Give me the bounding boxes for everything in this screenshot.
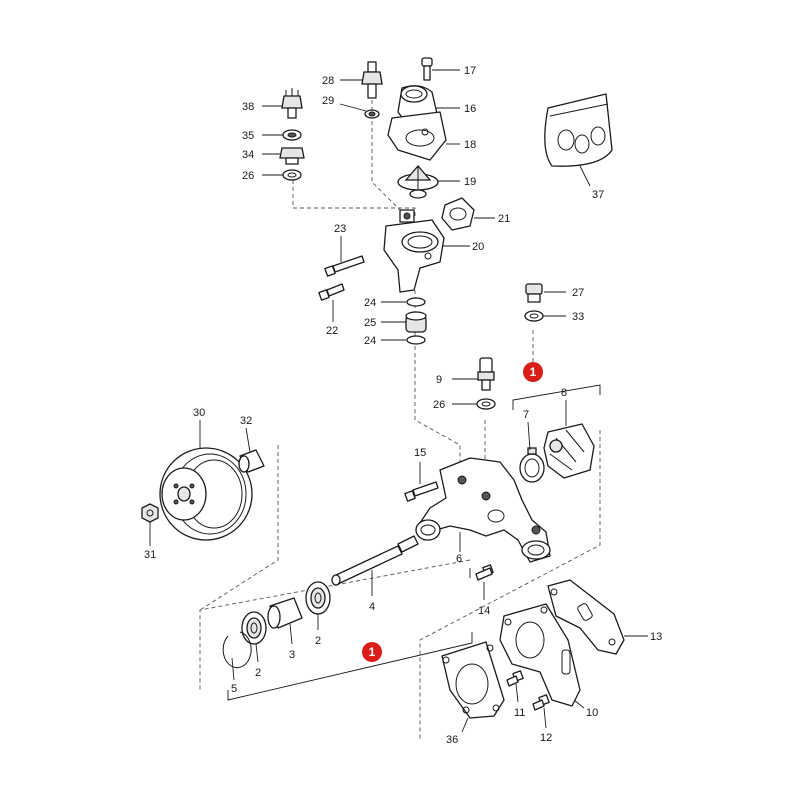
badge-label-bottom: 1 bbox=[369, 645, 376, 659]
callout-12: 12 bbox=[540, 732, 552, 744]
callout-23: 23 bbox=[334, 223, 346, 235]
sensor-28 bbox=[340, 61, 383, 99]
callout-7: 7 bbox=[523, 409, 529, 421]
callout-4: 4 bbox=[369, 601, 375, 613]
callout-3: 3 bbox=[289, 649, 295, 661]
bearing-2-right bbox=[305, 581, 331, 630]
thermostat-cover-18 bbox=[387, 111, 460, 161]
badge-label-top: 1 bbox=[530, 365, 537, 379]
bolt-14 bbox=[475, 564, 494, 600]
washer-33 bbox=[524, 310, 566, 322]
callout-8: 8 bbox=[561, 387, 567, 399]
callout-32: 32 bbox=[240, 415, 252, 427]
callout-18: 18 bbox=[464, 139, 476, 151]
callout-13: 13 bbox=[650, 631, 662, 643]
bolt-12 bbox=[532, 694, 550, 729]
callout-24-lower: 24 bbox=[364, 335, 376, 347]
badge-circle-bottom bbox=[362, 642, 382, 662]
washer-29 bbox=[339, 103, 380, 119]
callout-10: 10 bbox=[586, 707, 598, 719]
plug-27 bbox=[525, 283, 566, 303]
gasket-kit-37 bbox=[544, 93, 613, 187]
callout-17: 17 bbox=[464, 65, 476, 77]
pump-body-6 bbox=[415, 457, 551, 563]
bolt-11 bbox=[506, 670, 524, 703]
o-ring-24-lower bbox=[381, 335, 426, 345]
callout-20: 20 bbox=[472, 241, 484, 253]
seal-7 bbox=[519, 421, 545, 483]
thermostat-housing-20 bbox=[383, 209, 470, 293]
sleeve-25 bbox=[381, 311, 427, 333]
bolt-23 bbox=[324, 236, 365, 277]
badge-circle-top bbox=[523, 362, 543, 382]
callout-36: 36 bbox=[446, 734, 458, 746]
callout-19: 19 bbox=[464, 176, 476, 188]
callout-9: 9 bbox=[436, 374, 442, 386]
callout-22: 22 bbox=[326, 325, 338, 337]
callout-27: 27 bbox=[572, 287, 584, 299]
fitting-9 bbox=[452, 357, 495, 391]
impeller-8 bbox=[543, 400, 595, 479]
badge-group-top: 1 bbox=[523, 362, 543, 382]
callout-29: 29 bbox=[322, 95, 334, 107]
callout-labels: 17 16 18 19 21 20 28 29 38 35 34 26 37 2… bbox=[144, 65, 662, 746]
callout-5: 5 bbox=[231, 683, 237, 695]
nut-31 bbox=[141, 503, 159, 546]
bolt-15 bbox=[404, 462, 439, 502]
callout-31: 31 bbox=[144, 549, 156, 561]
gasket-13 bbox=[547, 579, 648, 655]
callout-24-upper: 24 bbox=[364, 297, 376, 309]
callout-30: 30 bbox=[193, 407, 205, 419]
callout-26-mid: 26 bbox=[433, 399, 445, 411]
washer-26-top bbox=[262, 169, 302, 181]
callout-25: 25 bbox=[364, 317, 376, 329]
thermostat-19 bbox=[397, 165, 460, 199]
callout-21: 21 bbox=[498, 213, 510, 225]
hub-32 bbox=[238, 427, 265, 473]
sender-38 bbox=[262, 88, 303, 119]
circlip-5 bbox=[222, 631, 252, 681]
gasket-21 bbox=[441, 197, 495, 231]
washer-35 bbox=[262, 129, 302, 141]
callout-6: 6 bbox=[456, 553, 462, 565]
o-ring-24-upper bbox=[381, 297, 426, 307]
callout-16: 16 bbox=[464, 103, 476, 115]
pulley-30 bbox=[159, 420, 253, 541]
gasket-36 bbox=[441, 641, 505, 733]
callout-34: 34 bbox=[242, 149, 254, 161]
callout-15: 15 bbox=[414, 447, 426, 459]
callout-14: 14 bbox=[478, 605, 490, 617]
callout-2-right: 2 bbox=[315, 635, 321, 647]
callout-33: 33 bbox=[572, 311, 584, 323]
callout-11: 11 bbox=[514, 707, 525, 719]
adapter-34 bbox=[262, 147, 305, 165]
callout-26-top: 26 bbox=[242, 170, 254, 182]
washer-26-mid bbox=[452, 398, 496, 410]
callout-2-left: 2 bbox=[255, 667, 261, 679]
bearing-2-left bbox=[241, 611, 267, 663]
badge-group-bottom: 1 bbox=[362, 642, 382, 662]
callout-37: 37 bbox=[592, 189, 604, 201]
shaft-4 bbox=[331, 535, 419, 596]
bolt-17 bbox=[421, 57, 460, 81]
callout-38: 38 bbox=[242, 101, 254, 113]
spacer-3 bbox=[267, 597, 303, 645]
bolt-22 bbox=[318, 283, 345, 322]
cover-plate-10 bbox=[499, 603, 585, 709]
callout-28: 28 bbox=[322, 75, 334, 87]
callout-35: 35 bbox=[242, 130, 254, 142]
